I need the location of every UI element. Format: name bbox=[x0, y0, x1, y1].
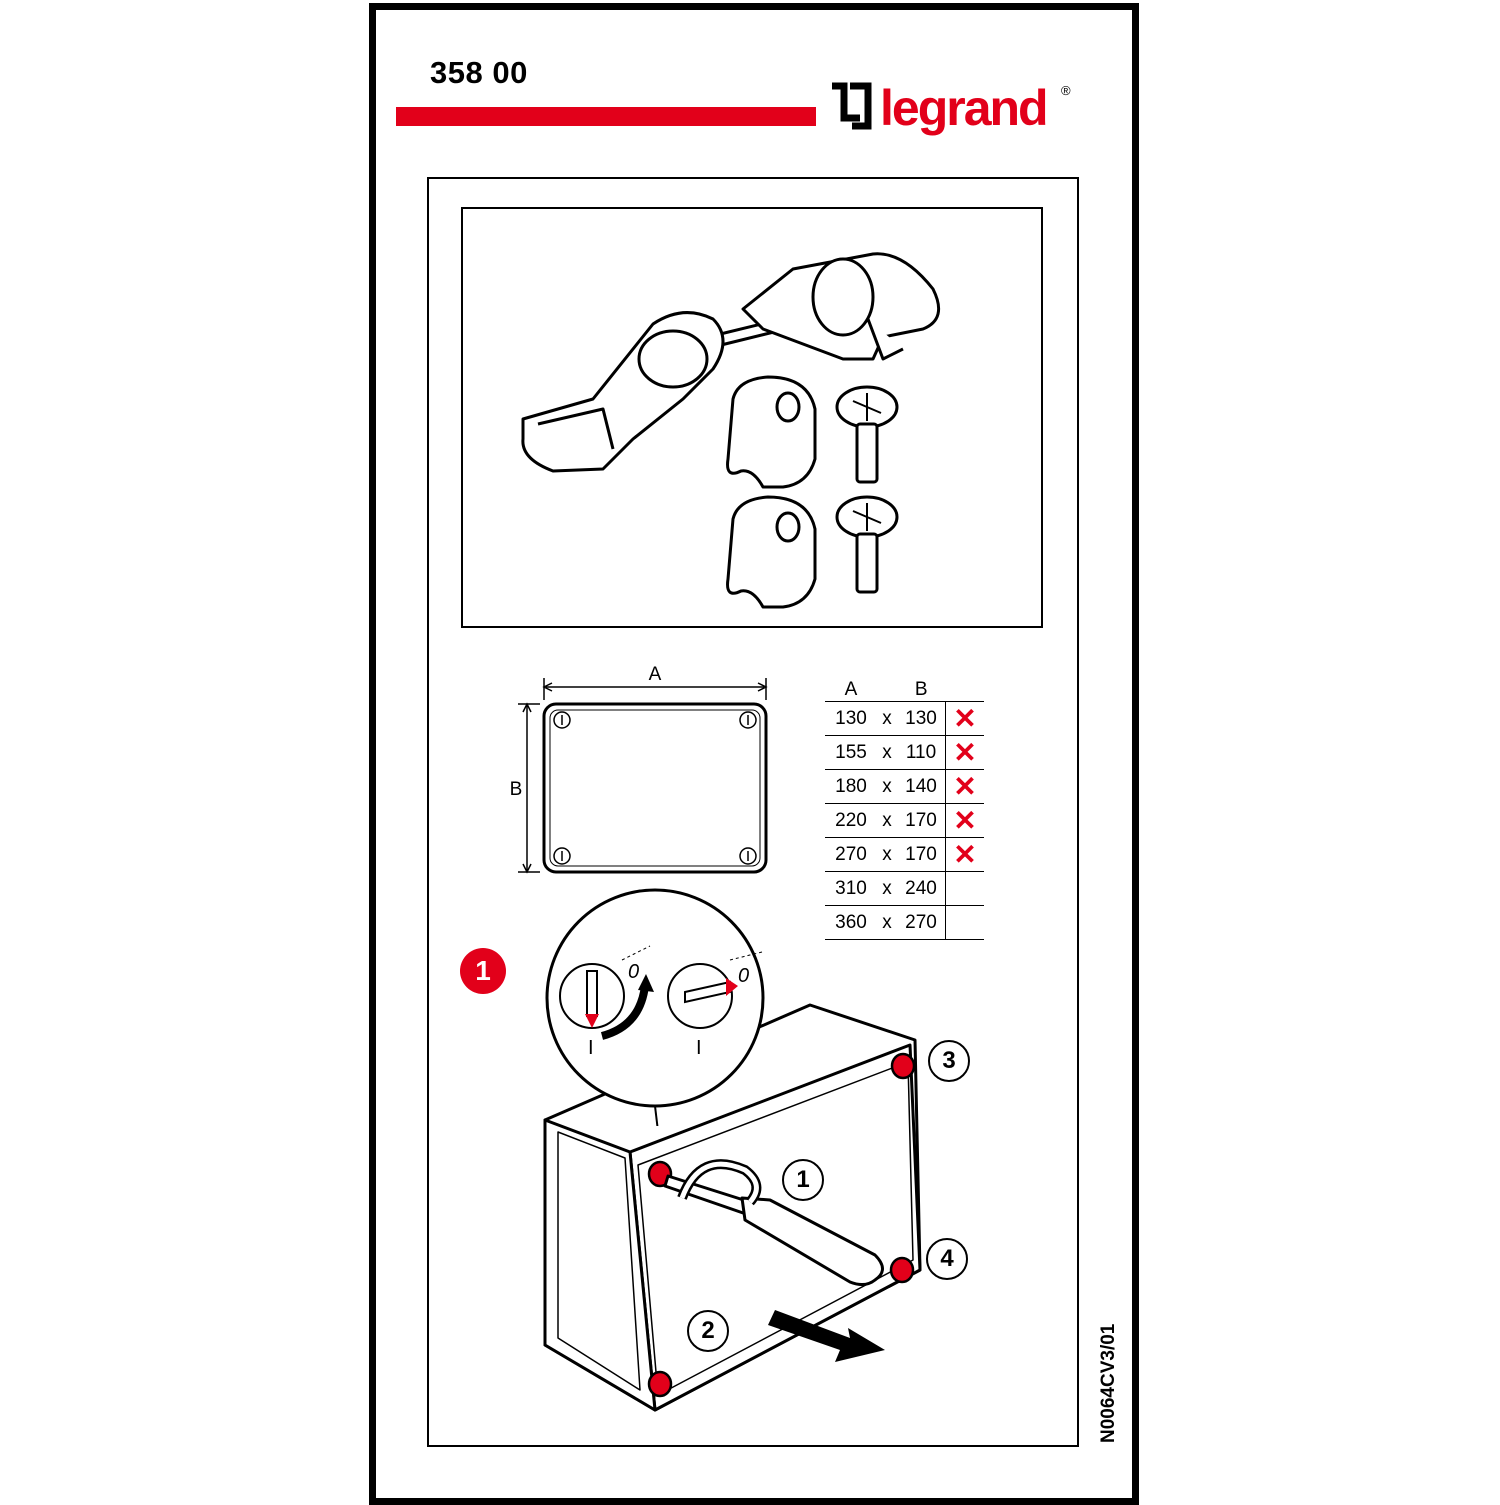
table-row: 360 x 270 bbox=[825, 905, 984, 940]
excluded-mark-icon: ✕ bbox=[945, 701, 984, 736]
table-header-row: A B bbox=[825, 679, 984, 702]
legrand-logo-icon bbox=[832, 82, 872, 130]
document-code: N0064CV3/01 bbox=[1098, 1323, 1119, 1443]
excluded-mark-icon: ✕ bbox=[945, 803, 984, 838]
box-dimension-diagram: A B bbox=[510, 664, 768, 874]
detail-magnifier: 0 0 I I bbox=[545, 888, 765, 1126]
dimensions-table: A B 130 x 130 ✕ 155 x 110 ✕ 180 x 140 ✕ … bbox=[825, 679, 984, 940]
table-row: 130 x 130 ✕ bbox=[825, 701, 984, 736]
dimension-label-a: A bbox=[649, 664, 662, 685]
callout-4: 4 bbox=[926, 1238, 968, 1280]
pull-arrow-icon bbox=[768, 1310, 885, 1362]
registered-mark: ® bbox=[1061, 83, 1071, 98]
callout-2: 2 bbox=[687, 1310, 729, 1352]
screw-head-icon bbox=[890, 1052, 916, 1080]
rotate-arrow-icon bbox=[638, 974, 654, 992]
clip-icon bbox=[726, 495, 817, 609]
table-row: 220 x 170 ✕ bbox=[825, 803, 984, 838]
table-row: 180 x 140 ✕ bbox=[825, 769, 984, 804]
callout-3: 3 bbox=[928, 1040, 970, 1082]
table-row: 155 x 110 ✕ bbox=[825, 735, 984, 770]
screw-head-icon bbox=[889, 1256, 915, 1284]
column-header-b: B bbox=[914, 679, 928, 700]
brand-logo-text: legrand bbox=[880, 80, 1049, 136]
screw-icon bbox=[835, 495, 899, 594]
screw-head-icon bbox=[647, 1370, 673, 1398]
screw-icon bbox=[835, 385, 899, 484]
excluded-mark-icon: ✕ bbox=[945, 837, 984, 872]
clip-icon bbox=[726, 375, 817, 489]
content-frame bbox=[427, 177, 1079, 1447]
dimension-label-b: B bbox=[510, 779, 523, 800]
column-header-a: A bbox=[844, 679, 858, 700]
table-row: 310 x 240 bbox=[825, 871, 984, 906]
parts-panel bbox=[461, 207, 1043, 628]
header-red-bar bbox=[396, 107, 816, 126]
excluded-mark-icon: ✕ bbox=[945, 769, 984, 804]
detail-label-open: 0 bbox=[738, 965, 749, 987]
product-reference: 358 00 bbox=[430, 55, 528, 90]
step-number-badge: 1 bbox=[460, 948, 506, 994]
parts-illustration bbox=[521, 252, 941, 609]
table-row: 270 x 170 ✕ bbox=[825, 837, 984, 872]
detail-label-open: 0 bbox=[628, 961, 639, 983]
detail-label-closed: I bbox=[588, 1037, 594, 1059]
callout-1: 1 bbox=[782, 1159, 824, 1201]
excluded-mark-icon: ✕ bbox=[945, 735, 984, 770]
detail-label-closed: I bbox=[696, 1037, 702, 1059]
